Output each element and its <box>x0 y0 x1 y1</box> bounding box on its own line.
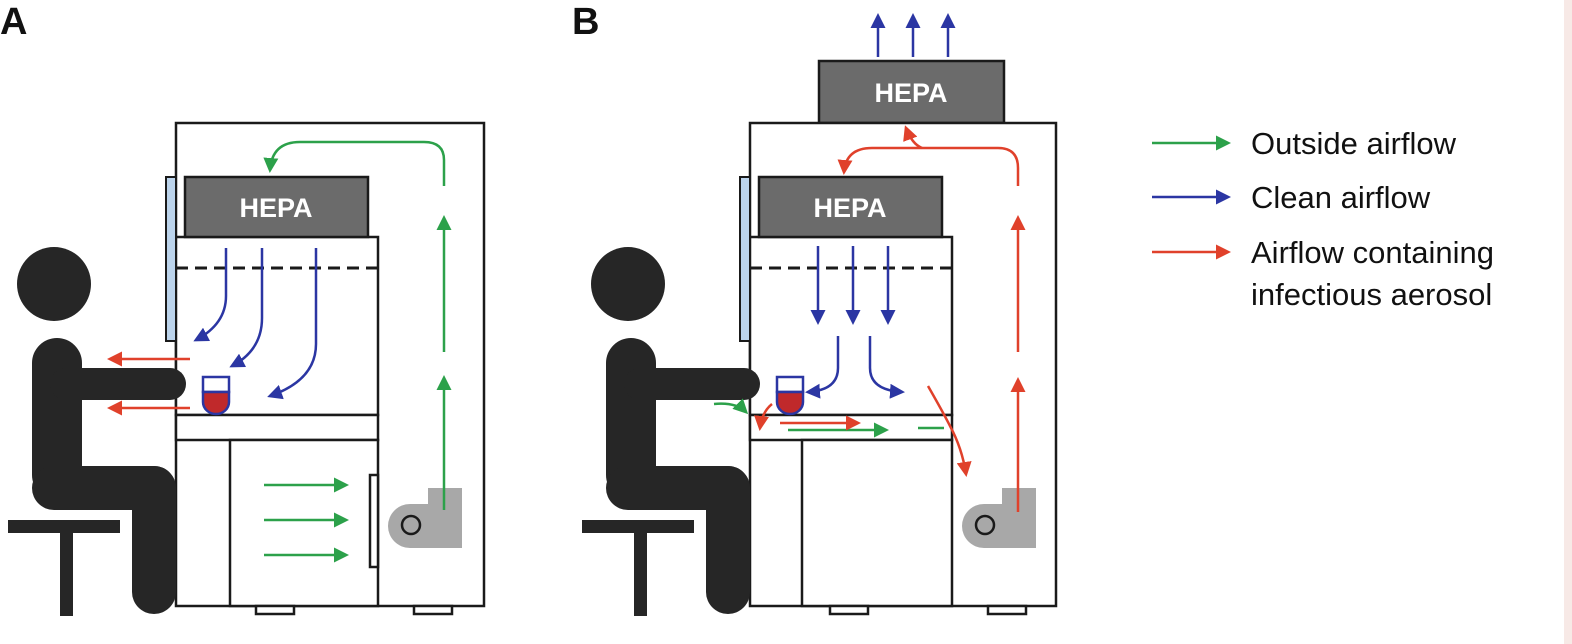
panel-a-infectious-airflow <box>107 351 190 416</box>
panel-b-tube-cap <box>775 375 805 394</box>
panel-a-foot-left <box>254 604 296 616</box>
panel-b-supply-hepa-filter <box>757 175 944 239</box>
right-edge-strip <box>1564 0 1572 644</box>
panel-a-tube-cap <box>201 375 231 394</box>
panel-b-exhaust-airflow <box>870 13 956 57</box>
panel-b-base-cabinet <box>800 438 954 608</box>
panel-b-split-arrow-rear <box>868 336 905 399</box>
panel-a-downflow-arrow-3 <box>267 248 318 400</box>
panel-b-exhaust-branch-arrow <box>903 125 923 150</box>
panel-b-foot-right <box>986 604 1028 616</box>
panel-b-person <box>582 247 760 616</box>
panel-b-exhaust-hepa-label: HEPA <box>874 78 947 108</box>
legend-clean-label: Clean airflow <box>1251 180 1431 215</box>
panel-a-downflow-arrow-2 <box>229 248 264 368</box>
panel-a-cabinet-door-handle <box>368 473 380 569</box>
legend-outside-label: Outside airflow <box>1251 126 1457 161</box>
panel-a-hepa-label: HEPA <box>239 193 312 223</box>
panel-a-tube-sample <box>201 390 231 416</box>
panel-b-recirculation-arrow <box>837 146 1020 186</box>
panel-a-blower-motor <box>400 514 422 536</box>
panel-b-foot-left <box>828 604 870 616</box>
panel-a-label: A <box>0 1 27 43</box>
panel-b-supply-hepa-label: HEPA <box>813 193 886 223</box>
panel-b-blower-motor <box>974 514 996 536</box>
panel-b-label: B <box>572 1 599 43</box>
panel-a-outside-airflow <box>263 140 452 563</box>
panel-a-sash-window <box>165 176 177 342</box>
panel-a-person <box>8 247 186 616</box>
panel-a-clean-airflow <box>193 248 318 400</box>
panel-a: A HEPA <box>0 1 486 616</box>
panel-a-downflow-arrow-1 <box>193 248 228 342</box>
panel-b-front-capture-arrow <box>754 403 773 431</box>
panel-b-rear-capture-arrow <box>926 385 972 477</box>
panel-a-work-surface <box>174 413 380 442</box>
legend-infectious-label-line-1: Airflow containing <box>1251 235 1494 270</box>
legend: Outside airflow Clean airflow Airflow co… <box>1152 126 1494 312</box>
panel-a-foot-right <box>412 604 454 616</box>
panel-b-outside-airflow <box>713 398 944 438</box>
panel-b-infectious-airflow <box>754 125 1026 512</box>
panel-a-hepa-filter <box>183 175 370 239</box>
panel-b-clean-airflow <box>805 246 905 399</box>
panel-a-recirculation-arrow <box>263 140 446 186</box>
panel-a-base-cabinet <box>228 438 380 608</box>
legend-infectious-label-line-2: infectious aerosol <box>1251 277 1492 312</box>
panel-b-sash-window <box>739 176 751 342</box>
panel-b-split-arrow-front <box>805 336 840 399</box>
panel-b: B HEPA HEPA <box>572 1 1058 616</box>
panel-b-tube-sample <box>775 390 805 416</box>
panel-b-front-intake-arrow <box>713 398 749 415</box>
